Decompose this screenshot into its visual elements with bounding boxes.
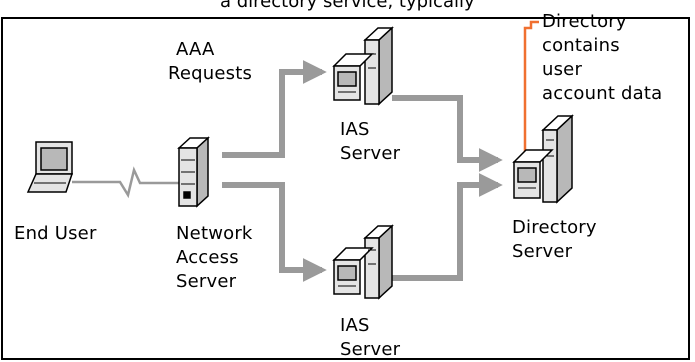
- arrow-ias-top-to-directory: [392, 95, 503, 172]
- arrow-nas-to-ias-bottom: [222, 182, 327, 282]
- laptop-icon: [26, 141, 74, 193]
- label-aaa-line2: Requests: [168, 63, 253, 84]
- label-ias-top-line2: Server: [340, 143, 401, 164]
- arrow-ias-bottom-to-directory: [392, 173, 503, 281]
- label-nas-line1: Network: [176, 223, 253, 244]
- label-directory-line2: Server: [512, 241, 573, 262]
- dialup-link: [72, 166, 180, 199]
- label-nas-line2: Access: [176, 247, 239, 268]
- ias-server-bottom-icon: [332, 224, 394, 300]
- nas-server-icon: [177, 136, 210, 208]
- note-line3: user: [542, 59, 583, 80]
- diagram-frame: [1, 17, 690, 360]
- connection-lines: [222, 60, 503, 282]
- label-ias-bottom-line2: Server: [340, 339, 401, 360]
- label-aaa-line1: AAA: [176, 39, 215, 60]
- note-leader-line: [523, 20, 539, 168]
- note-line2: contains: [542, 35, 620, 56]
- label-directory-line1: Directory: [512, 217, 597, 238]
- label-end-user: End User: [14, 223, 97, 244]
- diagram-title: a directory service, typically: [220, 0, 475, 12]
- note-line1: Directory: [542, 11, 627, 32]
- ias-server-top-icon: [332, 26, 394, 106]
- label-nas-line3: Server: [176, 271, 237, 292]
- arrow-nas-to-ias-top: [222, 60, 327, 158]
- label-ias-top-line1: IAS: [340, 119, 370, 140]
- directory-server-icon: [512, 114, 574, 204]
- note-line4: account data: [542, 83, 663, 104]
- label-ias-bottom-line1: IAS: [340, 315, 370, 336]
